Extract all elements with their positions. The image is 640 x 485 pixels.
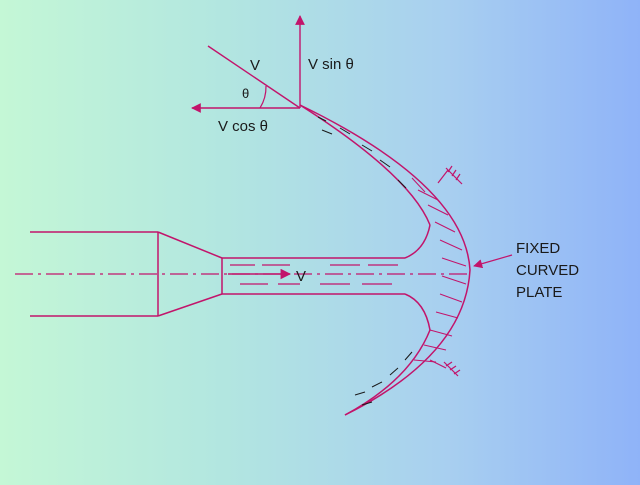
plate-label-line1: FIXED (516, 240, 560, 257)
plate-support-top (437, 165, 463, 185)
jet-velocity-label: V (296, 268, 306, 285)
incoming-velocity-line (207, 45, 301, 109)
curved-plate (299, 104, 471, 416)
v-cos-label: V cos θ (218, 118, 268, 135)
incoming-velocity-label: V (250, 57, 260, 74)
theta-arc (259, 85, 267, 109)
water-jet (222, 224, 431, 331)
plate-pointer-arrow (473, 254, 513, 269)
plate-label-line3: PLATE (516, 284, 562, 301)
jet-water-dashes (230, 264, 398, 285)
plate-hatching (411, 177, 467, 363)
plate-support-bottom (429, 359, 461, 377)
v-sin-label: V sin θ (308, 56, 354, 73)
nozzle (30, 231, 223, 317)
outgoing-water-dashes (317, 116, 413, 406)
plate-label-line2: CURVED (516, 262, 579, 279)
theta-label: θ (242, 86, 249, 101)
